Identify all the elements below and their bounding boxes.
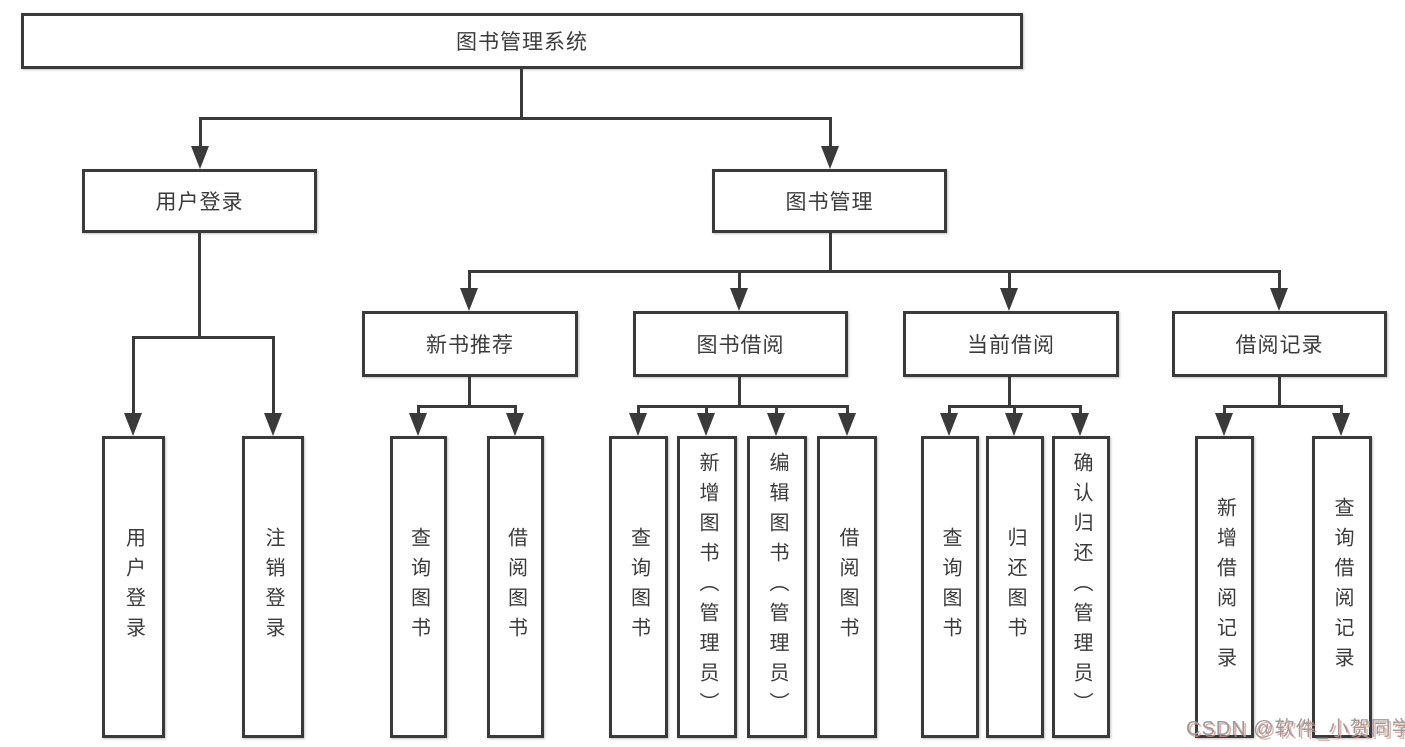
connector-shaft	[705, 405, 708, 417]
arrow-down-icon	[821, 146, 839, 169]
leaf-edit-books-admin-label: 编辑图书（管理员）	[766, 452, 788, 722]
connector-bookmgmt-shaft	[829, 117, 832, 151]
connector-bookmgmt-stub	[829, 233, 832, 273]
node-user-login: 用户登录	[82, 169, 317, 233]
leaf-add-books-admin-label: 新增图书（管理员）	[696, 452, 718, 722]
connector-userlogin-stub	[198, 233, 201, 338]
connector-shaft	[1223, 405, 1226, 417]
connector-shaft	[514, 405, 517, 417]
arrow-down-icon	[1215, 413, 1233, 436]
connector-userlogin-bar	[132, 336, 275, 339]
node-book-management-label: 图书管理	[785, 191, 874, 214]
node-book-borrowing-label: 图书借阅	[696, 334, 785, 357]
arrow-down-icon	[697, 413, 715, 436]
leaf-borrow-books-label: 借阅图书	[836, 527, 858, 647]
arrow-down-icon	[1000, 288, 1018, 311]
csdn-watermark: CSDN @软件_小贺同学	[1186, 718, 1405, 740]
leaf-query-borrow-record: 查询借阅记录	[1312, 436, 1372, 738]
connector-shaft	[1008, 270, 1011, 290]
connector-shaft	[468, 270, 471, 290]
connector-stub	[1008, 377, 1011, 408]
connector-bar	[417, 405, 517, 408]
arrow-down-icon	[124, 413, 142, 436]
leaf-edit-books-admin: 编辑图书（管理员）	[747, 436, 807, 738]
connector-shaft	[132, 336, 135, 416]
leaf-borrow-books-recommend: 借阅图书	[487, 436, 544, 738]
node-current-borrowing-label: 当前借阅	[967, 334, 1055, 357]
connector-bookmgmt-bar	[468, 270, 1281, 273]
leaf-user-login-label: 用户登录	[122, 527, 145, 647]
connector-userlogin-shaft	[199, 117, 202, 151]
node-book-management: 图书管理	[712, 169, 947, 233]
arrow-down-icon	[767, 413, 785, 436]
connector-shaft	[1079, 405, 1082, 417]
node-root: 图书管理系统	[21, 13, 1023, 69]
leaf-logout: 注销登录	[242, 436, 304, 738]
leaf-add-borrow-record-label: 新增借阅记录	[1213, 497, 1236, 677]
connector-shaft	[637, 405, 640, 417]
node-borrowing-records-label: 借阅记录	[1235, 334, 1324, 357]
leaf-query-books-borrowing: 查询图书	[609, 436, 668, 738]
node-book-borrowing: 图书借阅	[633, 311, 848, 377]
leaf-query-books-current: 查询图书	[921, 436, 979, 738]
node-new-book-recommend-label: 新书推荐	[426, 334, 514, 357]
leaf-add-borrow-record: 新增借阅记录	[1195, 436, 1254, 738]
leaf-confirm-return-admin: 确认归还（管理员）	[1052, 436, 1110, 738]
arrow-down-icon	[264, 413, 282, 436]
arrow-down-icon	[409, 413, 427, 436]
arrow-down-icon	[1270, 288, 1288, 311]
leaf-borrow-books: 借阅图书	[817, 436, 877, 738]
connector-shaft	[1278, 270, 1281, 290]
leaf-return-books: 归还图书	[986, 436, 1044, 738]
node-root-label: 图书管理系统	[456, 31, 588, 54]
arrow-down-icon	[506, 413, 524, 436]
connector-root-stub	[520, 69, 523, 119]
connector-bar	[1223, 405, 1343, 408]
connector-bar	[637, 405, 849, 408]
arrow-down-icon	[838, 413, 856, 436]
arrow-down-icon	[1071, 413, 1089, 436]
arrow-down-icon	[1332, 413, 1350, 436]
connector-stub	[468, 377, 471, 408]
leaf-query-books-current-label: 查询图书	[939, 527, 961, 647]
connector-shaft	[417, 405, 420, 417]
leaf-query-books-recommend: 查询图书	[390, 436, 447, 738]
leaf-user-login: 用户登录	[102, 436, 165, 738]
connector-stub	[738, 377, 741, 408]
arrow-down-icon	[940, 413, 958, 436]
leaf-query-borrow-record-label: 查询借阅记录	[1331, 497, 1353, 677]
node-borrowing-records: 借阅记录	[1172, 311, 1387, 377]
arrow-down-icon	[629, 413, 647, 436]
connector-shaft	[1340, 405, 1343, 417]
node-current-borrowing: 当前借阅	[903, 311, 1119, 377]
connector-shaft	[272, 336, 275, 416]
connector-shaft	[846, 405, 849, 417]
leaf-query-books-borrowing-label: 查询图书	[627, 527, 650, 647]
node-new-book-recommend: 新书推荐	[362, 311, 578, 377]
leaf-borrow-books-recommend-label: 借阅图书	[504, 527, 527, 647]
connector-shaft	[948, 405, 951, 417]
leaf-query-books-recommend-label: 查询图书	[407, 527, 430, 647]
leaf-logout-label: 注销登录	[262, 527, 284, 647]
arrow-down-icon	[460, 288, 478, 311]
arrow-down-icon	[191, 146, 209, 169]
connector-root-bar	[199, 117, 832, 120]
leaf-confirm-return-admin-label: 确认归还（管理员）	[1070, 452, 1092, 722]
connector-shaft	[738, 270, 741, 290]
leaf-add-books-admin: 新增图书（管理员）	[677, 436, 737, 738]
connector-shaft	[1013, 405, 1016, 417]
arrow-down-icon	[730, 288, 748, 311]
connector-shaft	[775, 405, 778, 417]
arrow-down-icon	[1005, 413, 1023, 436]
node-user-login-label: 用户登录	[155, 191, 244, 214]
connector-stub	[1278, 377, 1281, 408]
leaf-return-books-label: 归还图书	[1004, 527, 1026, 647]
